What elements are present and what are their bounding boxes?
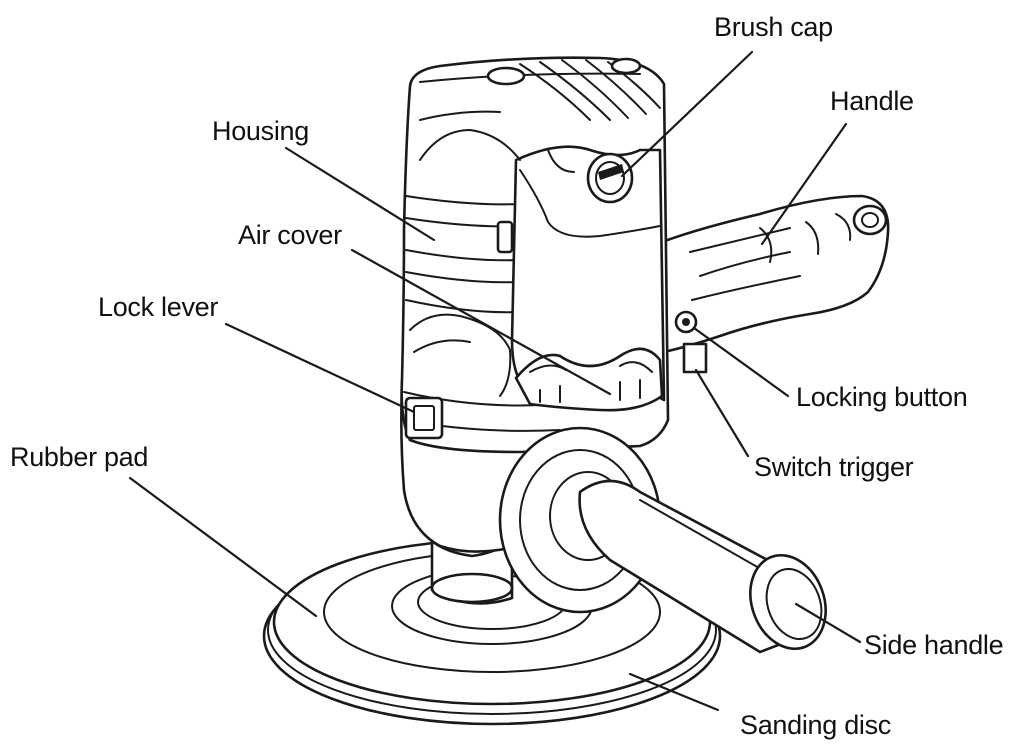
leader-handle <box>760 122 848 246</box>
label-switch-trigger: Switch trigger <box>754 452 914 482</box>
label-air-cover: Air cover <box>238 220 342 250</box>
leader-housing <box>284 146 436 242</box>
label-rubber-pad: Rubber pad <box>10 442 149 472</box>
leader-sanding-disc <box>628 672 720 712</box>
leader-air-cover <box>350 248 612 396</box>
label-housing: Housing <box>212 116 309 146</box>
side-handle <box>498 426 827 654</box>
label-handle: Handle <box>830 86 914 116</box>
lock-lever <box>404 396 444 440</box>
rear-handle <box>660 194 890 354</box>
leader-lines <box>128 50 862 712</box>
brush-cap <box>586 152 634 204</box>
leader-side-handle <box>794 602 862 644</box>
label-side-handle: Side handle <box>864 630 1004 660</box>
leader-brush-cap <box>620 50 754 178</box>
label-sanding-disc: Sanding disc <box>740 710 892 740</box>
locking-button <box>674 310 698 334</box>
label-lock-lever: Lock lever <box>98 292 219 322</box>
label-locking-button: Locking button <box>796 382 968 412</box>
switch-trigger <box>682 342 708 374</box>
leader-switch-trigger <box>694 368 750 458</box>
leader-locking-button <box>692 326 790 398</box>
label-brush-cap: Brush cap <box>714 12 833 42</box>
leader-lock-lever <box>224 322 416 414</box>
leader-rubber-pad <box>128 476 318 618</box>
